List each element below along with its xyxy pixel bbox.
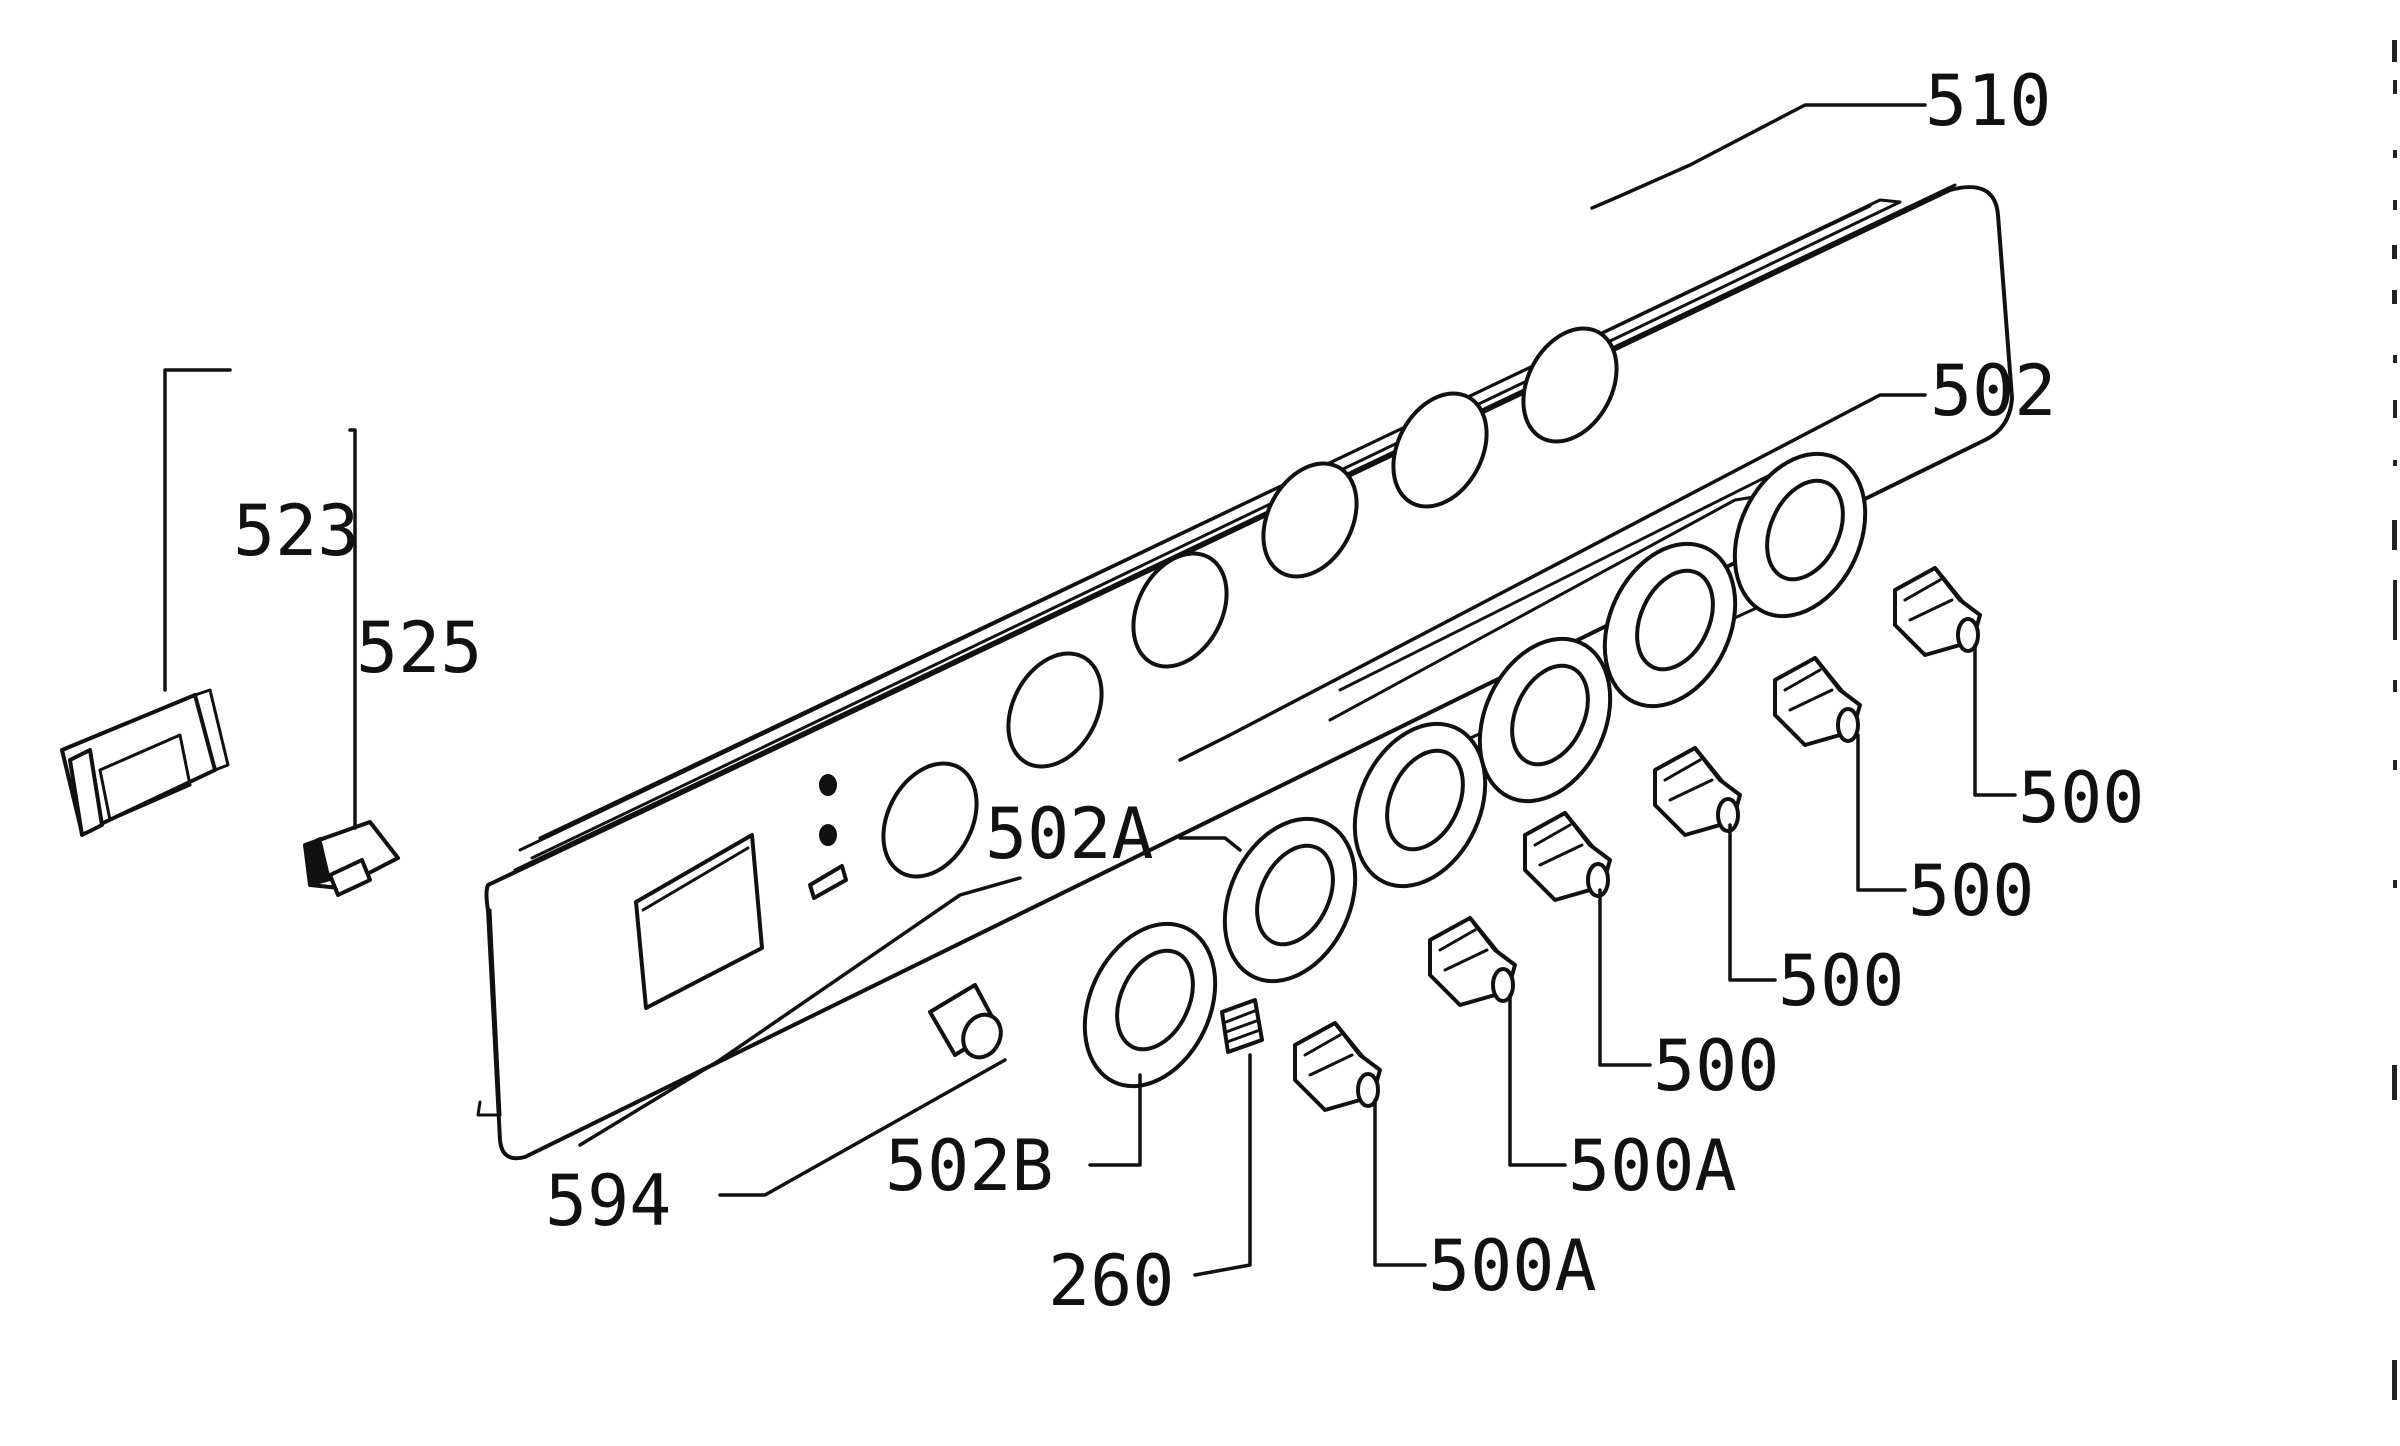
control-knobs [1293,566,1982,1112]
label-502B: 502B [885,1125,1054,1207]
bezel-strip-502 [1222,451,1868,984]
label-502A: 502A [985,793,1154,875]
knob-500-1 [1893,566,1982,657]
label-525: 525 [356,607,482,689]
label-500A-2: 500A [1428,1225,1597,1307]
label-500-3: 500 [1778,940,1904,1022]
callout-labels: 510 502 523 525 502A 500 500 500 500 500… [233,60,2144,1322]
knob-500a-1 [1428,916,1517,1007]
knob-500-3 [1653,746,1742,837]
label-500A-1: 500A [1568,1125,1737,1207]
knob-500a-2 [1293,1021,1382,1112]
knob-500-4 [1523,811,1612,902]
label-510: 510 [1925,60,2051,142]
lamp-holder-525 [303,820,400,897]
scan-margin-marks [2392,40,2397,1400]
label-523: 523 [233,490,359,572]
spring-260 [1220,998,1264,1054]
label-500-1: 500 [2018,757,2144,839]
knob-500-2 [1773,656,1862,747]
label-500-2: 500 [1908,850,2034,932]
control-panel-510 [476,183,2014,1161]
label-500-4: 500 [1653,1025,1779,1107]
label-502: 502 [1930,350,2056,432]
bezel-rings [1222,451,1868,984]
knob-594 [928,983,1003,1060]
bezel-ring-502B [1082,921,1218,1089]
label-260: 260 [1048,1240,1174,1322]
label-594: 594 [545,1160,671,1242]
leader-lines [163,103,2017,1277]
switch-523 [60,688,230,837]
